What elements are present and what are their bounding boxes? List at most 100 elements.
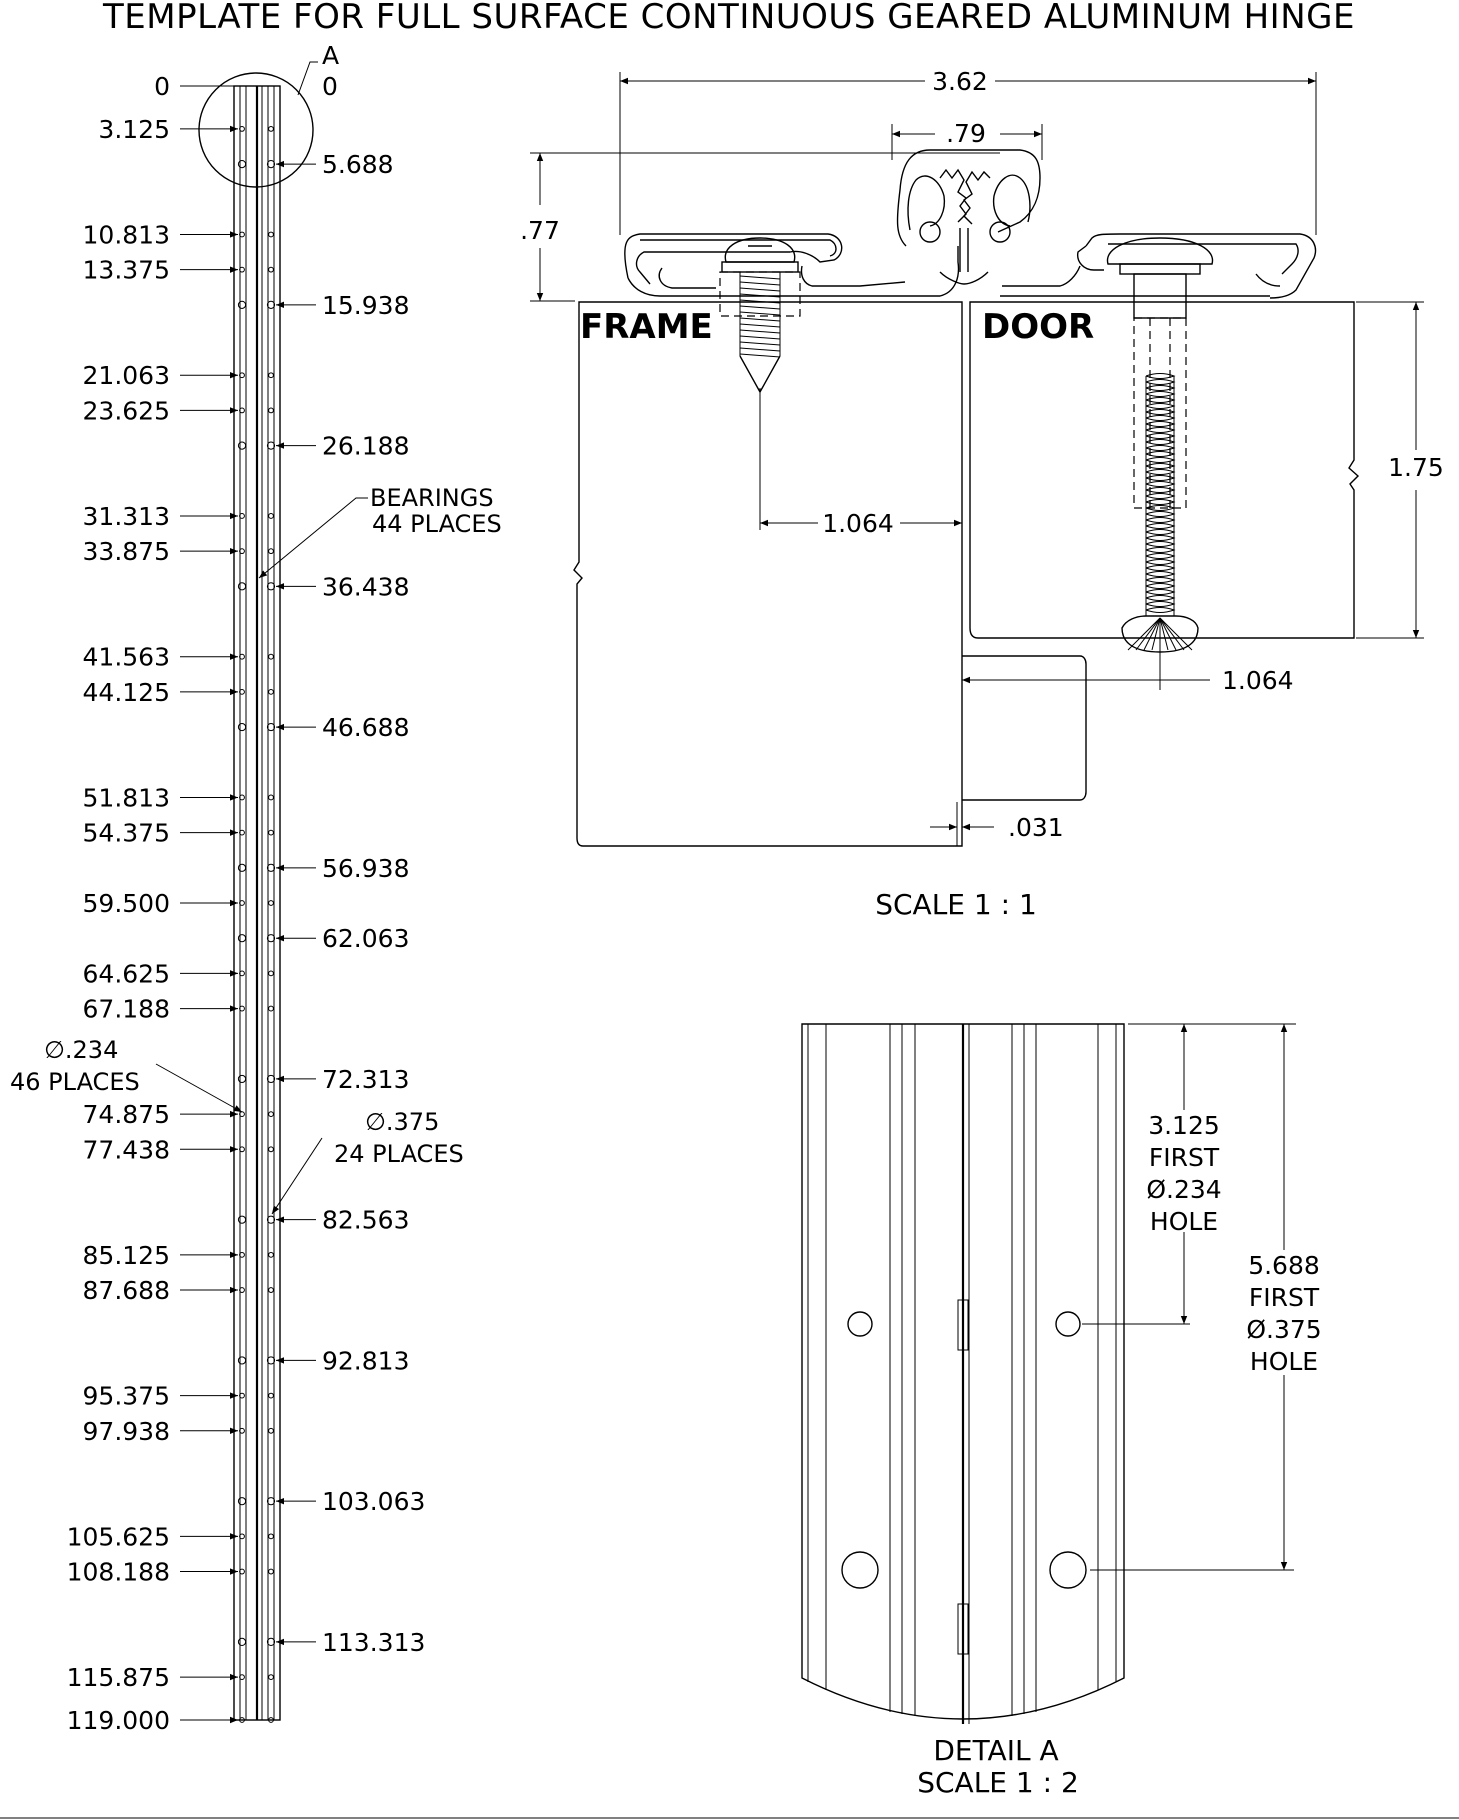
left-dimension-labels: 3.12510.81313.37521.06323.62531.31333.87… xyxy=(67,115,238,1735)
strip-large-hole xyxy=(237,1497,247,1506)
small-hole-label-line2: 46 PLACES xyxy=(10,1068,140,1096)
strip-large-hole xyxy=(266,1215,276,1224)
left-dim-label: 87.688 xyxy=(83,1276,170,1305)
strip-holes xyxy=(237,126,276,1723)
left-dim-label: 10.813 xyxy=(83,220,170,249)
frame-screw-thread xyxy=(739,272,781,358)
strip-large-hole xyxy=(266,582,276,591)
left-dim-label: 119.000 xyxy=(67,1706,170,1735)
strip-large-hole xyxy=(266,863,276,872)
section-scale-label: SCALE 1 : 1 xyxy=(875,888,1037,921)
right-dim-label: 15.938 xyxy=(322,291,409,320)
strip-small-hole xyxy=(268,407,274,414)
dim-frame-screw-offset: 1.064 xyxy=(822,509,894,538)
strip-small-hole xyxy=(268,1427,274,1434)
strip-small-hole xyxy=(268,1568,274,1575)
left-dim-label: 97.938 xyxy=(83,1417,170,1446)
dim-door-screw-offset: 1.064 xyxy=(1222,666,1294,695)
strip-small-hole xyxy=(239,970,245,977)
door-screw-thread xyxy=(1127,373,1193,651)
section-view: 3.62 .79 .77 xyxy=(520,67,1444,921)
left-dim-label: 108.188 xyxy=(67,1558,170,1587)
strip-small-hole xyxy=(268,1005,274,1012)
strip-small-hole xyxy=(268,1674,274,1680)
right-dim-label: 113.313 xyxy=(322,1628,425,1657)
left-dim-label: 77.438 xyxy=(83,1135,170,1164)
strip-small-hole xyxy=(268,548,274,555)
strip-large-hole xyxy=(237,441,247,450)
strip-small-hole xyxy=(239,1005,245,1012)
strip-large-hole xyxy=(266,300,276,309)
dim-knuckle-width: .79 xyxy=(946,119,986,148)
bearings-label-line1: BEARINGS xyxy=(370,484,494,512)
strip-large-hole xyxy=(237,722,247,732)
detail-caption-line2: SCALE 1 : 2 xyxy=(917,1766,1079,1799)
detail-caption-line1: DETAIL A xyxy=(933,1734,1058,1767)
strip-small-hole xyxy=(239,829,245,836)
left-dim-label: 105.625 xyxy=(67,1522,170,1551)
right-dim-label: 62.063 xyxy=(322,924,409,953)
strip-large-hole xyxy=(266,934,276,943)
strike-plate xyxy=(962,655,1087,801)
detail-note-line: HOLE xyxy=(1150,1207,1218,1236)
strip-small-hole xyxy=(268,1146,274,1153)
strip-large-hole xyxy=(237,1637,247,1647)
strip-large-hole xyxy=(237,582,247,591)
detail-note-line: HOLE xyxy=(1250,1347,1318,1376)
frame-block xyxy=(573,301,963,847)
strip-small-hole xyxy=(268,126,274,132)
strip-small-hole xyxy=(268,1717,274,1723)
right-dim-label: 36.438 xyxy=(322,572,409,601)
strip-large-hole xyxy=(237,300,247,309)
strip-small-hole xyxy=(239,900,245,906)
detail-small-hole-left xyxy=(847,1311,873,1337)
strip-large-hole xyxy=(266,441,276,450)
strip-small-hole xyxy=(239,653,245,660)
strip-small-hole xyxy=(268,794,274,801)
right-dim-label: 72.313 xyxy=(322,1065,409,1094)
strip-small-hole xyxy=(268,372,274,379)
strip-large-hole xyxy=(237,1356,247,1365)
strip-large-hole xyxy=(266,1497,276,1506)
strip-small-hole xyxy=(268,1111,274,1118)
large-hole-label-line2: 24 PLACES xyxy=(334,1140,464,1168)
strip-small-hole xyxy=(239,266,245,273)
strip-small-hole xyxy=(239,1427,245,1434)
detail-large-hole-right xyxy=(1049,1551,1087,1589)
strip-small-hole xyxy=(239,1533,245,1540)
strip-small-hole xyxy=(239,1717,245,1723)
strip-small-hole xyxy=(268,653,274,660)
detail-note-line: Ø.375 xyxy=(1246,1315,1321,1344)
strip-small-hole xyxy=(239,1146,245,1153)
strip-small-hole xyxy=(239,372,245,379)
left-dim-label: 51.813 xyxy=(83,783,170,812)
left-dim-label: 54.375 xyxy=(83,819,170,848)
strip-large-hole xyxy=(266,1074,276,1084)
right-dim-label: 103.063 xyxy=(322,1487,425,1516)
detail-large-hole-left xyxy=(841,1551,879,1589)
detail-note-line: 5.688 xyxy=(1248,1251,1320,1280)
strip-small-hole xyxy=(268,829,274,836)
zero-left-label: 0 xyxy=(154,72,170,101)
left-dim-label: 31.313 xyxy=(83,502,170,531)
dim-overall-width: 3.62 xyxy=(932,67,988,96)
strip-small-hole xyxy=(239,231,245,238)
detail-note-line: FIRST xyxy=(1149,1143,1220,1172)
strip-large-hole xyxy=(237,1074,247,1084)
strip-large-hole xyxy=(237,934,247,943)
strip-small-hole xyxy=(268,900,274,906)
strip-large-hole xyxy=(266,722,276,732)
left-dim-label: 115.875 xyxy=(67,1663,170,1692)
left-dim-label: 64.625 xyxy=(83,959,170,988)
strip-small-hole xyxy=(268,1392,274,1399)
left-dim-label: 44.125 xyxy=(83,678,170,707)
detail-a-outline xyxy=(801,1023,1125,1720)
drawing-title: TEMPLATE FOR FULL SURFACE CONTINUOUS GEA… xyxy=(102,0,1355,37)
right-dim-label: 82.563 xyxy=(322,1206,409,1235)
detail-a-marker: A xyxy=(322,41,339,70)
zero-right-label: 0 xyxy=(322,72,338,101)
